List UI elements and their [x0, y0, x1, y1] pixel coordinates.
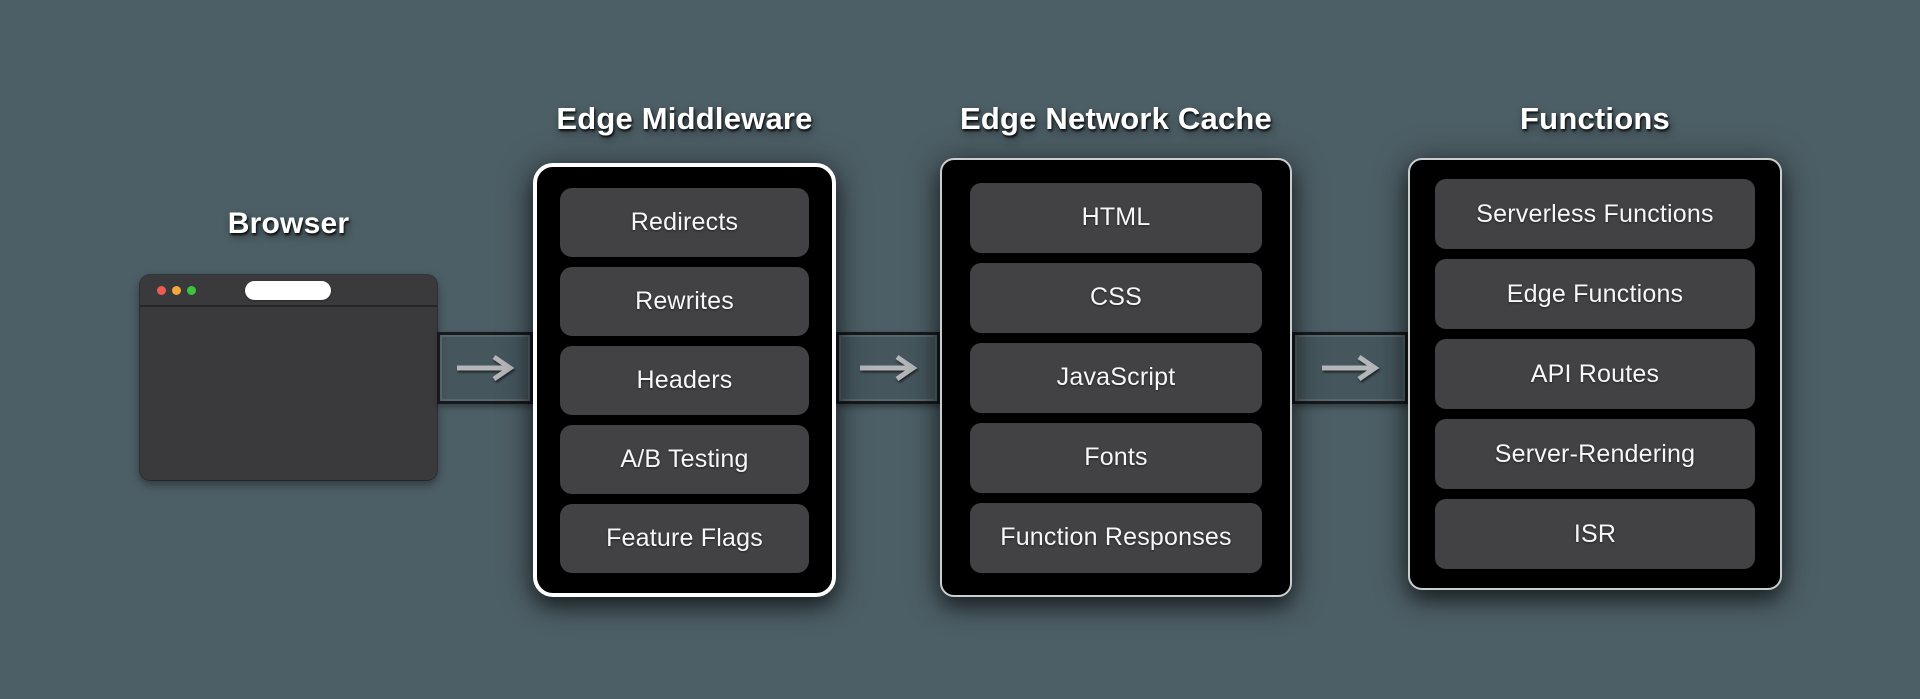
panel-edge-network-cache: HTML CSS JavaScript Fonts Function Respo…: [940, 158, 1292, 597]
node-isr: ISR: [1435, 499, 1755, 569]
connector-browser-to-middleware: [437, 332, 533, 404]
node-server-rendering: Server-Rendering: [1435, 419, 1755, 489]
address-bar: [245, 281, 331, 300]
functions-title: Functions: [1520, 101, 1670, 136]
flow-arrow-icon: [860, 354, 918, 382]
browser-title: Browser: [227, 207, 350, 240]
minimize-window-icon: [172, 285, 181, 295]
panel-edge-middleware: Redirects Rewrites Headers A/B Testing F…: [533, 163, 836, 597]
node-css: CSS: [970, 262, 1262, 333]
node-feature-flags: Feature Flags: [560, 503, 809, 573]
edge-middleware-title: Edge Middleware: [556, 101, 813, 136]
node-function-responses: Function Responses: [970, 502, 1262, 573]
browser-window: [140, 275, 437, 480]
close-window-icon: [157, 285, 166, 295]
zoom-window-icon: [187, 285, 196, 295]
browser-viewport: [140, 307, 437, 480]
node-javascript: JavaScript: [970, 342, 1262, 413]
flow-arrow-icon: [1322, 354, 1380, 382]
node-rewrites: Rewrites: [560, 266, 809, 336]
node-serverless-functions: Serverless Functions: [1435, 179, 1755, 249]
node-html: HTML: [970, 182, 1262, 253]
browser-titlebar: [140, 275, 437, 307]
node-redirects: Redirects: [560, 187, 809, 257]
node-api-routes: API Routes: [1435, 339, 1755, 409]
panel-functions: Serverless Functions Edge Functions API …: [1408, 158, 1782, 590]
flow-arrow-icon: [457, 354, 515, 382]
node-headers: Headers: [560, 345, 809, 415]
edge-network-cache-title: Edge Network Cache: [960, 101, 1272, 136]
connector-middleware-to-cache: [836, 332, 940, 404]
traffic-lights: [157, 285, 196, 295]
connector-cache-to-functions: [1292, 332, 1408, 404]
node-edge-functions: Edge Functions: [1435, 259, 1755, 329]
node-ab-testing: A/B Testing: [560, 424, 809, 494]
node-fonts: Fonts: [970, 422, 1262, 493]
